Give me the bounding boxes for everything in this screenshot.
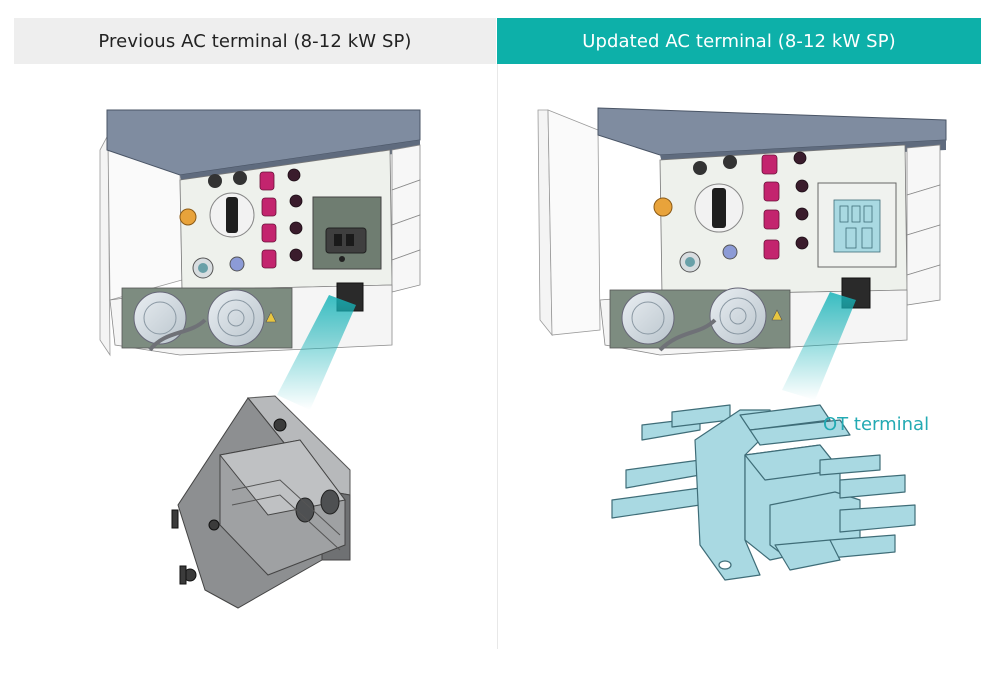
updated-highlight-beam — [782, 292, 856, 400]
updated-inverter-drawing — [537, 107, 947, 356]
ot-terminal-label: OT terminal — [823, 414, 930, 435]
previous-highlight-beam — [277, 295, 356, 410]
previous-ac-terminal-part — [171, 395, 351, 609]
ot-terminal-part — [611, 404, 916, 581]
updated-terminal-header: Updated AC terminal (8-12 kW SP) — [497, 18, 981, 64]
panel-divider — [497, 64, 498, 649]
previous-terminal-header: Previous AC terminal (8-12 kW SP) — [14, 18, 496, 64]
previous-inverter-drawing — [99, 109, 421, 357]
